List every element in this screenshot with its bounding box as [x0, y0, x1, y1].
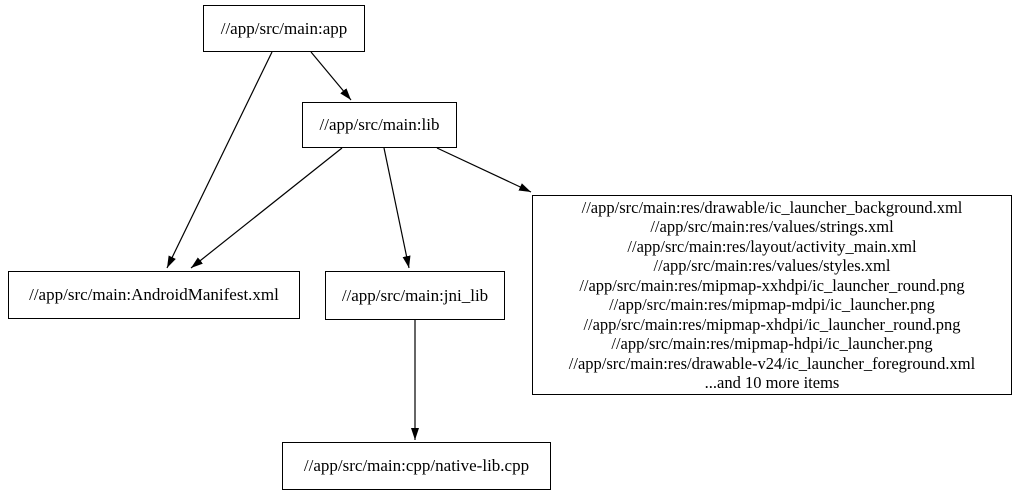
node-app: //app/src/main:app — [203, 5, 365, 52]
edge-lib-to-jni-lib — [383, 147, 411, 269]
node-lib-label: //app/src/main:lib — [319, 115, 440, 135]
res-file-line: //app/src/main:res/values/styles.xml — [653, 256, 891, 275]
edge-app-to-lib — [310, 51, 352, 101]
node-native-lib-cpp: //app/src/main:cpp/native-lib.cpp — [282, 442, 551, 490]
edge-lib-to-manifest — [190, 147, 343, 269]
node-jni-lib: //app/src/main:jni_lib — [325, 271, 505, 320]
res-file-line: //app/src/main:res/mipmap-xhdpi/ic_launc… — [583, 314, 961, 334]
node-android-manifest: //app/src/main:AndroidManifest.xml — [8, 271, 300, 319]
edge-lib-to-res-files — [436, 147, 532, 193]
node-res-files: //app/src/main:res/drawable/ic_launcher_… — [532, 195, 1012, 395]
node-jni-lib-label: //app/src/main:jni_lib — [341, 285, 489, 305]
res-file-line: //app/src/main:res/values/strings.xml — [650, 217, 894, 236]
edge-app-to-manifest — [166, 51, 273, 269]
res-file-line: //app/src/main:res/drawable/ic_launcher_… — [581, 197, 963, 217]
res-file-line: ...and 10 more items — [704, 373, 840, 392]
res-file-line: //app/src/main:res/mipmap-xxhdpi/ic_laun… — [579, 275, 965, 295]
node-lib: //app/src/main:lib — [302, 102, 457, 148]
res-file-line: //app/src/main:res/mipmap-mdpi/ic_launch… — [609, 295, 935, 314]
node-app-label: //app/src/main:app — [220, 18, 348, 38]
node-native-lib-cpp-label: //app/src/main:cpp/native-lib.cpp — [303, 456, 530, 476]
node-android-manifest-label: //app/src/main:AndroidManifest.xml — [29, 285, 279, 305]
res-file-line: //app/src/main:res/mipmap-hdpi/ic_launch… — [611, 334, 933, 353]
res-file-line: //app/src/main:res/layout/activity_main.… — [627, 236, 917, 256]
res-file-line: //app/src/main:res/drawable-v24/ic_launc… — [568, 353, 976, 373]
